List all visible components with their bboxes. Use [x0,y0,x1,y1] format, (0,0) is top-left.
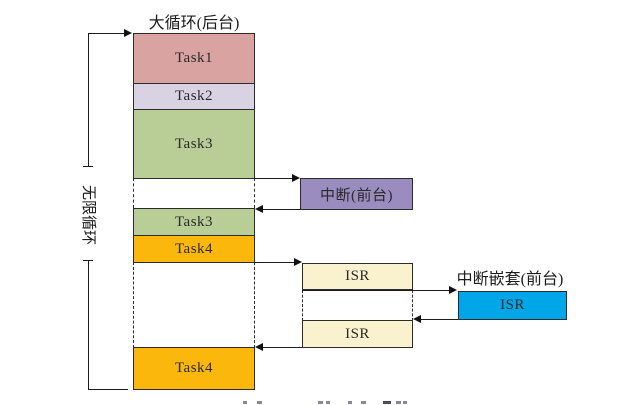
gap-segment-interrupt [133,178,255,208]
interrupt-label: 中断(前台) [320,187,393,204]
task-segment-task3-resumed: Task3 [133,208,255,236]
isr-label: ISR [345,325,370,342]
background-loop-title: 大循环(后台) [148,15,240,32]
arrow-to-interrupt-head-icon [292,174,300,182]
isr-label: ISR [500,297,525,313]
loop-line-left-lower [88,261,90,390]
gap-segment-isr [133,262,255,348]
arrow-return-nested-head-icon [413,315,421,323]
infinite-loop-label: 无限循环 [80,184,96,245]
task-segment-task2: Task2 [133,83,255,110]
task-label: Task3 [174,135,214,152]
task-label: Task4 [174,360,214,376]
arrow-return-isr-head-icon [255,343,263,351]
isr-box-top: ISR [302,263,413,290]
loop-line-top [88,33,125,35]
task-label: Task2 [174,88,214,104]
task-label: Task3 [174,213,214,230]
task-segment-task4-resumed: Task4 [133,347,255,390]
arrow-to-isr-head-icon [294,258,302,266]
isr-label: ISR [345,268,370,284]
task-label: Task4 [174,240,214,257]
task-label: Task1 [174,50,214,66]
arrow-return-nested-line [421,319,458,321]
loop-line-tick-top [83,166,93,168]
arrow-to-isr-line [255,262,296,264]
dashed-edge-isr-left [302,290,303,321]
loop-line-tick-bottom [83,260,93,262]
interrupt-box: 中断(前台) [300,178,413,210]
arrow-return-interrupt-head-icon [255,205,263,213]
isr-box-bottom: ISR [302,320,413,348]
dashed-edge-isr-right [412,290,413,321]
task-segment-task1: Task1 [133,33,255,84]
arrow-isr-to-nested-line [302,290,450,292]
nested-interrupt-title: 中断嵌套(前台) [456,271,564,288]
arrow-return-isr-line [263,347,302,349]
loop-line-left-upper [88,33,90,167]
task-segment-task4: Task4 [133,235,255,263]
task-segment-task3: Task3 [133,109,255,179]
loop-line-bottom [88,389,128,391]
arrow-isr-to-nested-head-icon [449,286,457,294]
arrow-to-interrupt-line [255,178,294,180]
loop-arrowhead-icon [124,29,132,37]
arrow-return-interrupt-line [263,209,300,211]
nested-isr-box: ISR [458,291,567,320]
